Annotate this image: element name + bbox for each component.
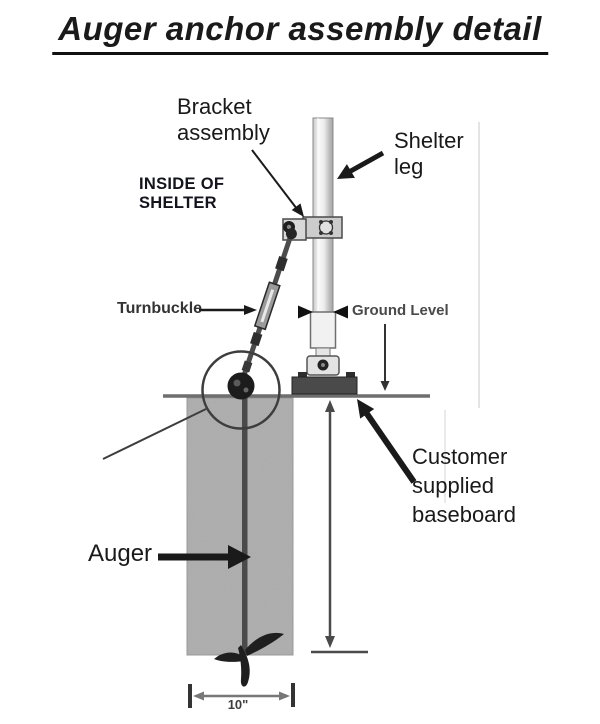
auger-arrow (158, 545, 251, 569)
bracket-leader-arrow (251, 149, 304, 217)
soil-block (186, 397, 294, 656)
bracket-assembly-drawing (282, 216, 343, 241)
leg-joint-arrows (298, 305, 348, 319)
leg-sleeve (309, 311, 337, 349)
shelter-leg-drawing (306, 117, 340, 376)
ground-level-arrow (380, 324, 390, 391)
anchor-eye-drawing (227, 372, 255, 400)
turnbuckle-arrow (199, 305, 257, 315)
scan-artifact-lines (444, 122, 480, 503)
anchor-leader-line (102, 408, 207, 460)
auger-blade (214, 632, 284, 687)
baseboard-drawing (291, 372, 358, 395)
page-title: Auger anchor assembly detail (52, 10, 548, 55)
label-auger-diameter: 10" (227, 697, 249, 712)
label-bracket-assembly: Bracket assembly (177, 94, 270, 145)
anchor-circle-annotation (201, 350, 281, 430)
auger-drawing (214, 398, 284, 687)
label-inside-of-shelter: INSIDE OF SHELTER (139, 175, 225, 213)
shelter-leg-arrow (337, 150, 385, 179)
label-customer-baseboard: Customer supplied baseboard (412, 444, 516, 528)
label-ground-level: Ground Level (352, 302, 449, 319)
label-shelter-leg: Shelter leg (394, 128, 464, 179)
turnbuckle-drawing (239, 228, 297, 384)
width-dimension (188, 683, 295, 708)
label-turnbuckle: Turnbuckle (117, 300, 203, 317)
baseboard-arrow (357, 399, 417, 484)
label-auger: Auger (88, 540, 153, 567)
depth-dimension-arrow (311, 400, 368, 654)
